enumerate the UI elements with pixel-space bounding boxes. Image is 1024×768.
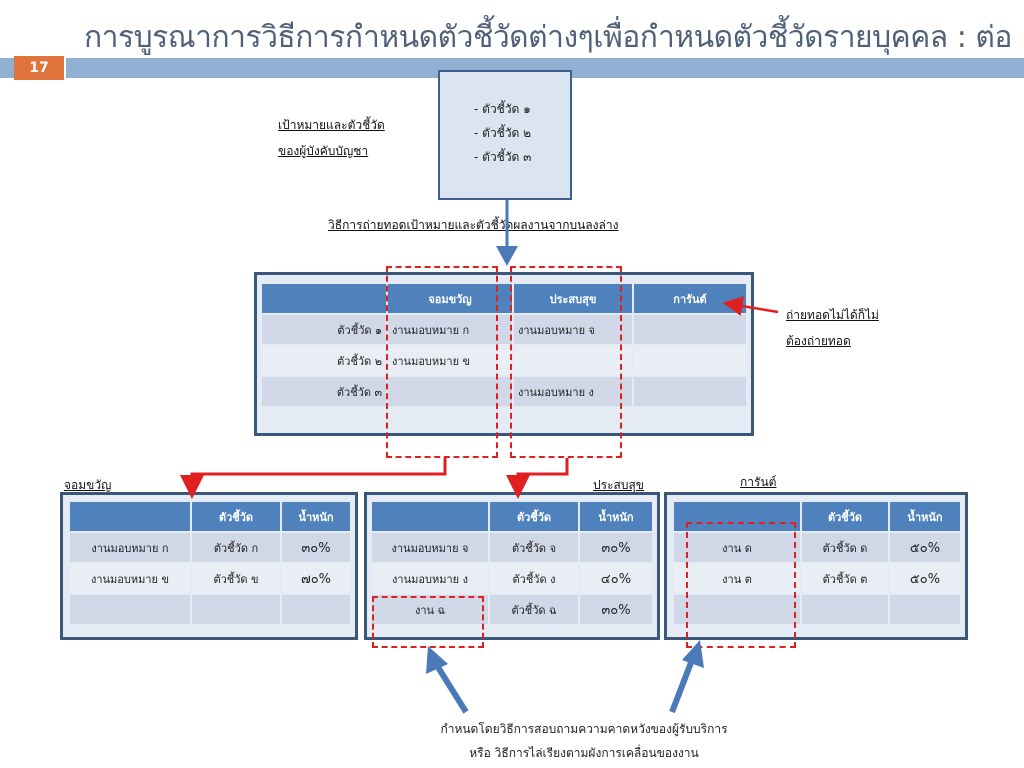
side-note-arrow xyxy=(722,296,779,316)
jomkwan-elbow-arrow xyxy=(180,458,447,499)
table-header xyxy=(262,284,386,313)
table-row: ตัวชี้วัด ๓ งานมอบหมาย ง xyxy=(262,377,746,406)
title-rule: 17 xyxy=(0,56,1024,80)
pointer-arrow-left xyxy=(426,646,469,714)
table-row: งานมอบหมาย จ ตัวชี้วัด จ ๓๐% xyxy=(372,533,652,562)
exec-label-line2: ของผู้บังคับบัญชา xyxy=(278,144,369,158)
prasobsuk-elbow-arrow xyxy=(506,458,569,499)
table-row: งานมอบหมาย ข ตัวชี้วัด ข ๗๐% xyxy=(70,564,350,593)
person-label-jomkwan: จอมขวัญ xyxy=(64,478,112,492)
table-row: งาน ต ตัวชี้วัด ต ๕๐% xyxy=(674,564,960,593)
kpi-item: - ตัวชี้วัด ๒ xyxy=(474,126,532,140)
slide-number: 17 xyxy=(14,56,64,80)
kpi-item: - ตัวชี้วัด ๓ xyxy=(474,150,532,164)
highlight-column-prasobsuk xyxy=(510,266,622,458)
jomkwan-kpi-table: ตัวชี้วัด น้ำหนัก งานมอบหมาย ก ตัวชี้วัด… xyxy=(68,500,352,626)
kpi-item: - ตัวชี้วัด ๑ xyxy=(474,102,531,116)
bottom-note-line2: หรือ วิธีการไล่เรียงตามผังการเคลื่อนของง… xyxy=(469,746,699,760)
highlight-column-jomkwan xyxy=(386,266,498,458)
person-label-prasobsuk: ประสบสุข xyxy=(593,478,644,492)
prasobsuk-kpi-table: ตัวชี้วัด น้ำหนัก งานมอบหมาย จ ตัวชี้วัด… xyxy=(370,500,654,626)
table-header: จอมขวัญ xyxy=(388,284,512,313)
side-note-line1: ถ่ายทอดไม่ได้ก็ไม่ xyxy=(786,308,879,322)
cascade-down-arrow xyxy=(496,200,518,266)
executive-kpi-box: - ตัวชี้วัด ๑ - ตัวชี้วัด ๒ - ตัวชี้วัด … xyxy=(438,70,572,200)
table-header: ประสบสุข xyxy=(514,284,632,313)
slide-title: การบูรณาการวิธีการกำหนดตัวชี้วัดต่างๆเพื… xyxy=(84,20,1012,55)
table-row: งานมอบหมาย ง ตัวชี้วัด ง ๔๐% xyxy=(372,564,652,593)
exec-label-line1: เป้าหมายและตัวชี้วัด xyxy=(278,118,385,132)
table-row: งาน ฉ ตัวชี้วัด ฉ ๓๐% xyxy=(372,595,652,624)
side-note-line2: ต้องถ่ายทอด xyxy=(786,334,851,348)
table-row: งานมอบหมาย ก ตัวชี้วัด ก ๓๐% xyxy=(70,533,350,562)
bottom-note-line1: กำหนดโดยวิธีการสอบถามความคาดหวังของผู้รั… xyxy=(440,722,728,736)
table-row: ตัวชี้วัด ๑ งานมอบหมาย ก งานมอบหมาย จ xyxy=(262,315,746,344)
table-row: ตัวชี้วัด ๒ งานมอบหมาย ข xyxy=(262,346,746,375)
table-row: งาน ด ตัวชี้วัด ด ๕๐% xyxy=(674,533,960,562)
person-label-karan: การันต์ xyxy=(740,475,777,489)
highlight-karan-tasks xyxy=(686,522,796,648)
pointer-arrow-right xyxy=(669,640,704,714)
cascade-label: วิธีการถ่ายทอดเป้าหมายและตัวชี้วัดผลงานจ… xyxy=(328,218,619,232)
table-row xyxy=(674,595,960,624)
karan-kpi-table: ตัวชี้วัด น้ำหนัก งาน ด ตัวชี้วัด ด ๕๐% … xyxy=(672,500,962,626)
table-row xyxy=(70,595,350,624)
